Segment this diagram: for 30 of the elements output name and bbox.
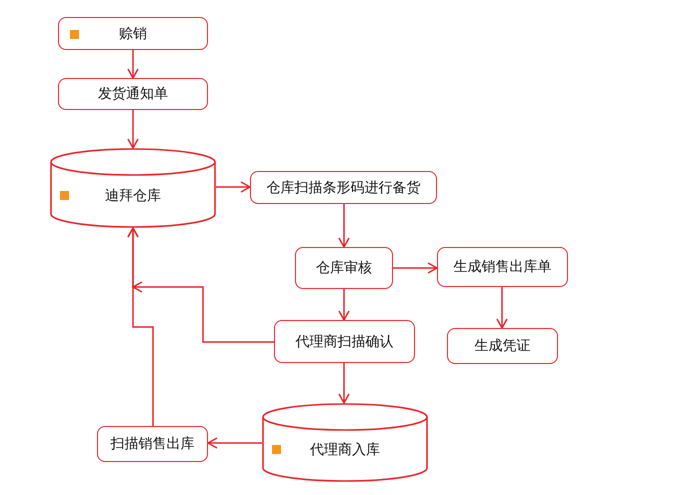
arrow	[127, 110, 139, 149]
process-box	[58, 78, 208, 110]
cylinder-shape	[262, 403, 428, 482]
process-box	[58, 17, 208, 50]
box-label: 发货通知单	[98, 85, 168, 103]
process-box	[437, 247, 568, 287]
process-box	[250, 171, 437, 204]
box-label: 代理商扫描确认	[296, 332, 394, 350]
process-box	[295, 247, 393, 289]
box-label: 仓库审核	[316, 259, 372, 277]
arrow	[496, 287, 508, 329]
box-label: 赊销	[119, 24, 147, 42]
arrow	[338, 363, 350, 404]
arrow	[207, 437, 262, 449]
box-label: 迪拜仓库	[105, 186, 161, 205]
arrow	[216, 181, 251, 193]
process-box	[447, 328, 558, 364]
arrow	[338, 204, 350, 248]
process-box	[97, 426, 208, 462]
box-label: 扫描销售出库	[110, 435, 194, 453]
arrow	[127, 227, 275, 343]
box-label: 生成销售出库单	[454, 258, 552, 276]
arrow	[393, 262, 438, 274]
process-box	[274, 320, 415, 363]
arrow	[338, 289, 350, 321]
arrow	[127, 50, 139, 79]
box-label: 仓库扫描条形码进行备货	[266, 178, 420, 196]
box-label: 生成凭证	[474, 337, 530, 355]
cylinder-shape	[50, 148, 216, 228]
box-label: 代理商入库	[310, 441, 380, 460]
